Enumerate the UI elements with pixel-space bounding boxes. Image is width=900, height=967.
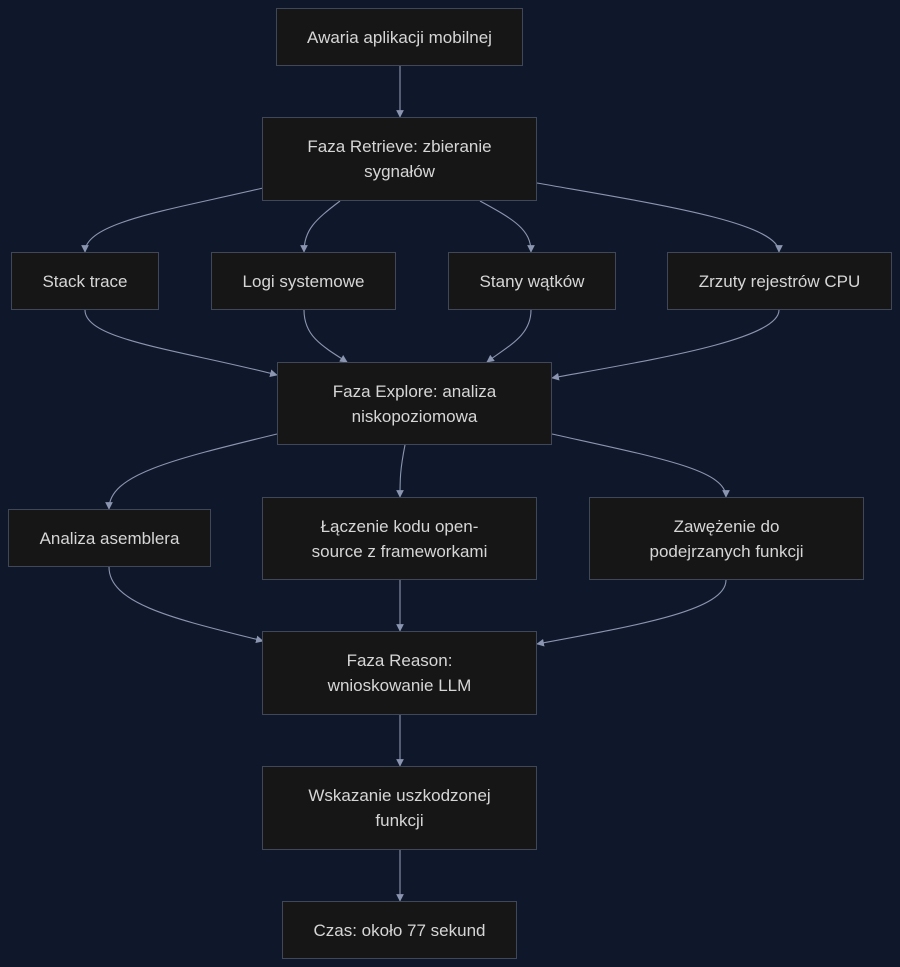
node-stack-trace: Stack trace (11, 252, 159, 310)
node-retrieve: Faza Retrieve: zbieranie sygnałów (262, 117, 537, 201)
edge-retrieve-stack (81, 187, 264, 253)
node-pinpoint-function: Wskazanie uszkodzonej funkcji (262, 766, 537, 850)
edge-stack-explore (84, 309, 278, 377)
node-reason: Faza Reason: wnioskowanie LLM (262, 631, 537, 715)
node-thread-states: Stany wątków (448, 252, 616, 310)
edge-narrow-reason (536, 579, 727, 647)
edge-retrieve-registers (536, 182, 783, 253)
edge-registers-explore (551, 309, 780, 381)
node-cpu-registers: Zrzuty rejestrów CPU (667, 252, 892, 310)
edge-retrieve-logs (300, 200, 341, 253)
edge-explore-asm (105, 433, 278, 510)
node-link-open-source: Łączenie kodu open-source z frameworkami (262, 497, 537, 580)
node-system-logs: Logi systemowe (211, 252, 396, 310)
edge-explore-narrow (551, 433, 730, 498)
node-narrow-functions: Zawężenie do podejrzanych funkcji (589, 497, 864, 580)
node-assembler-analysis: Analiza asemblera (8, 509, 211, 567)
edge-asm-reason (108, 566, 264, 644)
edge-explore-link (396, 444, 406, 498)
edge-threads-explore (486, 309, 532, 363)
node-time: Czas: około 77 sekund (282, 901, 517, 959)
edge-logs-explore (303, 309, 348, 363)
node-explore: Faza Explore: analiza niskopoziomowa (277, 362, 552, 445)
node-crash: Awaria aplikacji mobilnej (276, 8, 523, 66)
edge-retrieve-threads (479, 200, 535, 253)
